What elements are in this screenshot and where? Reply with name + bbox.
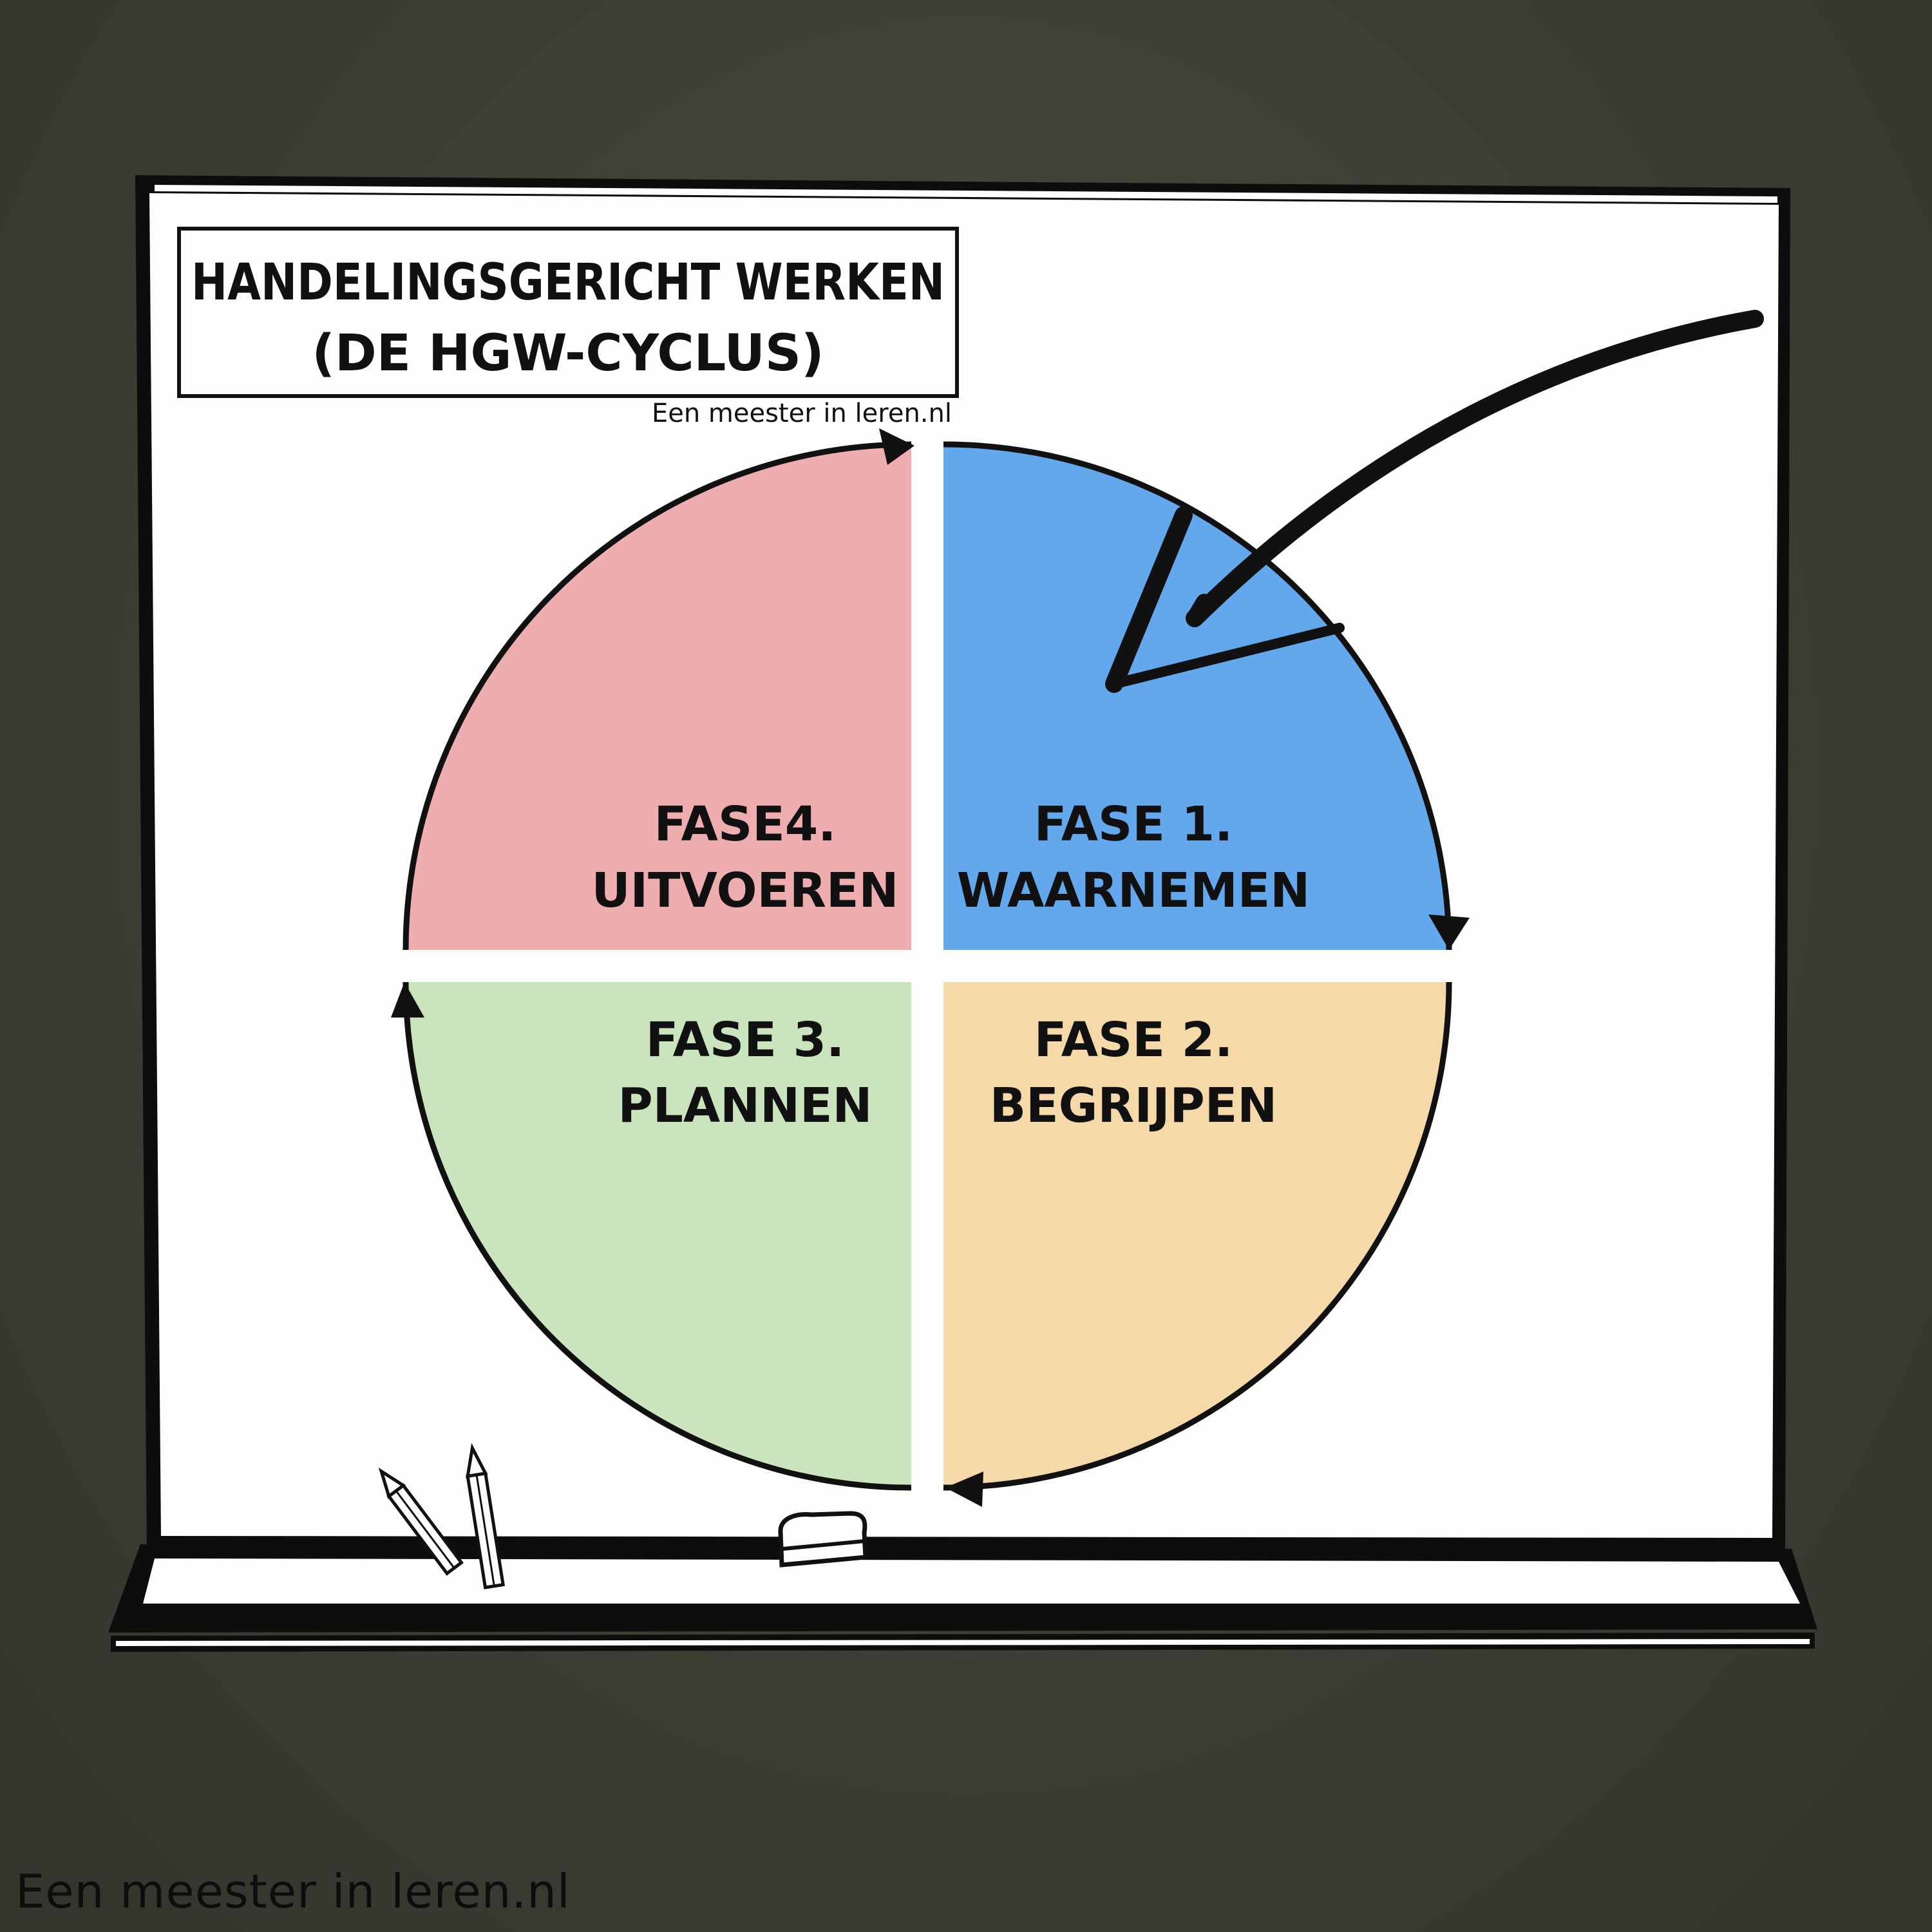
chalk-pencil-icon (466, 1443, 506, 1589)
phase-label-fase1: FASE 1. WAARNEMEN (957, 797, 1310, 918)
pointer-arrow-icon (1105, 310, 1764, 693)
title-box: HANDELINGSGERICHT WERKEN (DE HGW-CYCLUS) (177, 227, 959, 398)
phase-name: PLANNEN (618, 1078, 872, 1133)
quadrant-fase1 (943, 444, 1449, 950)
cycle-arrowhead-icon (1428, 914, 1470, 950)
cycle-arrowhead-icon (391, 982, 424, 1018)
quadrant-fase4 (406, 444, 911, 950)
footer-credit: Een meester in leren.nl (15, 1864, 571, 1918)
phase-name: UITVOEREN (592, 863, 899, 918)
phase-name: WAARNEMEN (957, 863, 1310, 918)
quadrant-fase3 (406, 982, 911, 1488)
phase-number: FASE 2. (1034, 1012, 1233, 1068)
phase-label-fase2: FASE 2. BEGRIJPEN (990, 1012, 1277, 1133)
phase-number: FASE 3. (646, 1012, 845, 1068)
quadrant-fase2 (943, 982, 1449, 1488)
phase-name: BEGRIJPEN (990, 1078, 1277, 1133)
credit-small: Een meester in leren.nl (652, 399, 952, 428)
title-line-2: (DE HGW-CYCLUS) (312, 325, 824, 383)
eraser-icon (778, 1511, 868, 1567)
phase-number: FASE 1. (1034, 797, 1233, 852)
hgw-cycle-diagram (391, 428, 1470, 1507)
cycle-arrowhead-icon (879, 428, 914, 465)
cycle-arrowhead-icon (945, 1472, 983, 1507)
title-line-1: HANDELINGSGERICHT WERKEN (191, 254, 945, 312)
phase-number: FASE4. (654, 797, 837, 852)
chalk-pencil-icon (378, 1467, 464, 1576)
phase-label-fase3: FASE 3. PLANNEN (618, 1012, 872, 1133)
phase-label-fase4: FASE4. UITVOEREN (592, 797, 899, 918)
whiteboard-tray (108, 1544, 1817, 1652)
